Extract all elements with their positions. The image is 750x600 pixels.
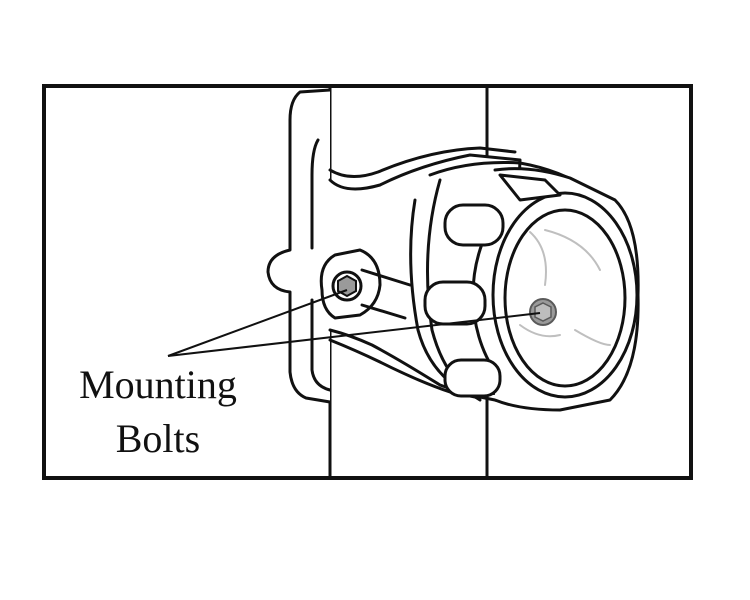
lamp-lens (503, 208, 627, 388)
mounting-bracket (266, 88, 332, 404)
callout-leader-lines (167, 289, 541, 357)
callout-label-line2: Bolts (116, 416, 200, 461)
bolt-right (529, 298, 557, 326)
callout-label-line1: Mounting (79, 362, 237, 407)
bolt-left (331, 270, 363, 302)
hex-socket-bolt-icon (534, 302, 552, 322)
